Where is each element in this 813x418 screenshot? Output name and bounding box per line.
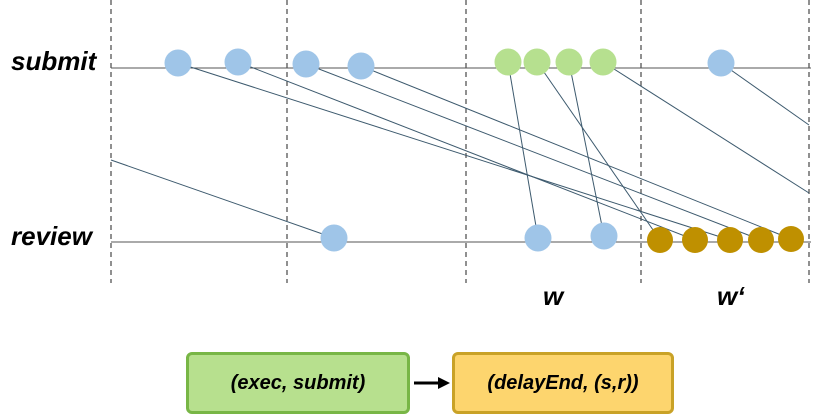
submit-event-s5 [494,48,522,76]
submit-event-s6 [523,48,551,76]
delay-end-box: (delayEnd, (s,r)) [452,352,674,414]
review-event-d3 [717,227,743,253]
link-s5-r2 [507,61,539,239]
events [164,48,804,253]
review-event-d5 [778,226,804,252]
submit-lane-label: submit [11,46,98,76]
review-event-r2 [524,224,552,252]
submit-event-s2 [224,48,252,76]
link-s1-d3 [177,62,731,241]
review-event-d2 [682,227,708,253]
submit-event-s3 [292,50,320,78]
review-event-r1 [320,224,348,252]
submit-event-s8 [589,48,617,76]
link-offscreen-left-r1 [110,159,335,239]
window-boundaries [110,0,810,283]
window-w-label: w [543,281,565,311]
link-s2-d2 [237,61,696,241]
link-s3-d4 [305,63,762,241]
link-s4-d5 [360,65,792,240]
review-event-r3 [590,222,618,250]
submit-event-s7 [555,48,583,76]
link-s7-r3 [568,61,605,237]
submit-event-s1 [164,49,192,77]
review-event-d1 [647,227,673,253]
submit-event-s4 [347,52,375,80]
submit-event-s9 [707,49,735,77]
arrow-icon [414,377,450,389]
exec-submit-box: (exec, submit) [186,352,410,414]
window-w-prime-label: w‘ [717,281,745,311]
review-lane-label: review [11,221,94,251]
link-s6-d1 [536,61,661,241]
links [110,61,810,241]
review-event-d4 [748,227,774,253]
link-s8-offscreen-right [602,61,810,194]
link-s9-offscreen-right [720,62,810,126]
